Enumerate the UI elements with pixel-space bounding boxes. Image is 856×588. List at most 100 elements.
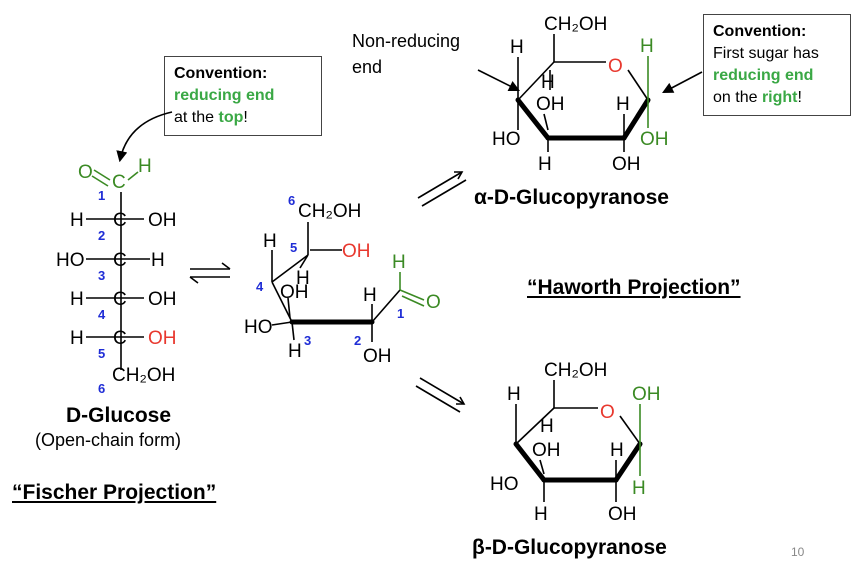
atom-label: H (151, 250, 165, 271)
atom-label: CH₂OH (112, 365, 175, 386)
atom-label: OH (632, 384, 661, 405)
convention-reducing-end: reducing end (174, 87, 275, 104)
bond-line (621, 97, 651, 141)
atom-label: OH (148, 328, 177, 349)
atom-label: H (616, 94, 630, 115)
curved-arrow (116, 111, 173, 163)
atom-label: H (534, 504, 548, 525)
bond-line (417, 171, 463, 199)
convention-text-right: First sugar has (713, 45, 819, 62)
alpha-title: α-D-Glucopyranose (474, 186, 669, 209)
atom-label: 6 (98, 381, 105, 396)
atom-label: OH (608, 504, 637, 525)
arrow-reducing (662, 71, 703, 94)
fischer-projection: O C H 1 H OH C 2 HO H C 3 H OH C (56, 111, 177, 396)
alpha-haworth: CH₂OH O H H OH HO H H OH H OH (477, 14, 703, 175)
convention-text: at the (174, 109, 219, 126)
convention-heading-right: Convention: (713, 23, 807, 40)
atom-label: 1 (397, 306, 404, 321)
bond-line (127, 171, 139, 181)
fischer-c1: C (112, 172, 126, 193)
bond-line (401, 295, 425, 307)
atom-label: H (70, 289, 84, 310)
atom-label: 5 (98, 346, 105, 361)
beta-haworth: CH₂OH O H H OH HO H H OH OH H (490, 360, 661, 525)
bond-line (91, 175, 109, 187)
atom-label: OH (148, 289, 177, 310)
bond-line (415, 385, 461, 413)
atom-label: H (70, 210, 84, 231)
atom-label: H (640, 36, 654, 57)
atom-label: H (392, 252, 406, 273)
fischer-h1: H (138, 156, 152, 177)
atom-label: O (600, 402, 615, 423)
convention-box-right: Convention: First sugar has reducing end… (703, 14, 851, 116)
atom-label: O (426, 292, 441, 313)
bond-line (189, 276, 199, 284)
bond-line (515, 407, 555, 445)
atom-label: 4 (98, 307, 106, 322)
atom-label: 5 (290, 240, 297, 255)
equilibrium-arrow-3 (415, 377, 466, 413)
atom-label: 6 (288, 193, 295, 208)
atom-label: C (113, 289, 127, 310)
atom-label: OH (536, 94, 565, 115)
atom-label: OH (612, 154, 641, 175)
convention-reducing-end-right: reducing end (713, 67, 814, 84)
convention-box-left: Convention: reducing end at the top! (164, 56, 322, 136)
non-reducing-label: Non-reducing end (352, 31, 461, 77)
atom-label: CH₂OH (544, 360, 607, 381)
d-glucose-title: D-Glucose (66, 404, 172, 427)
bond-line (454, 171, 464, 180)
atom-label: H (507, 384, 521, 405)
atom-label: H (263, 231, 277, 252)
equilibrium-arrow-2 (417, 171, 467, 207)
bond-line (517, 61, 555, 101)
fischer-num1: 1 (98, 188, 105, 203)
atom-label: C (113, 328, 127, 349)
convention-right: right (761, 89, 798, 106)
open-chain-label: (Open-chain form) (35, 430, 182, 450)
convention-on-the: on the (713, 89, 762, 106)
bond-line (539, 459, 545, 475)
convention-excl-right: ! (797, 89, 802, 106)
atom-label: H (541, 72, 555, 93)
atom-label: H (510, 37, 524, 58)
arrow-nonreducing (477, 69, 521, 92)
convention-excl: ! (243, 109, 248, 126)
atom-label: HO (244, 317, 273, 338)
bond-line (419, 377, 465, 405)
bond-line (399, 289, 425, 301)
bond-line (287, 297, 291, 319)
atom-label: H (363, 285, 377, 306)
bond-line (291, 321, 295, 341)
bond-line (456, 396, 466, 405)
atom-label: H (538, 154, 552, 175)
atom-label: H (296, 268, 310, 289)
atom-label: H (632, 478, 646, 499)
atom-label: OH (363, 346, 392, 367)
atom-label: HO (490, 474, 519, 495)
atom-label: H (70, 328, 84, 349)
bond-line (421, 179, 467, 207)
bond-line (221, 262, 231, 270)
bond-line (513, 441, 547, 483)
atom-label: HO (492, 129, 521, 150)
atom-label: H (540, 416, 554, 437)
atom-label: 2 (98, 228, 105, 243)
atom-label: 3 (98, 268, 105, 283)
atom-label: H (610, 440, 624, 461)
atom-label: CH₂OH (544, 14, 607, 35)
atom-label: C (113, 210, 127, 231)
beta-title: β-D-Glucopyranose (472, 536, 667, 559)
atom-label: H (288, 341, 302, 362)
bond-line (271, 321, 293, 326)
page-number: 10 (791, 545, 805, 559)
bond-line (515, 97, 551, 141)
open-chain-structure: 6 CH₂OH 5 OH H H 4 OH HO H 3 2 H OH (244, 193, 441, 367)
atom-label: 2 (354, 333, 361, 348)
fischer-label: “Fischer Projection” (12, 481, 217, 504)
bond-line (619, 415, 641, 445)
atom-label: CH₂OH (298, 201, 361, 222)
